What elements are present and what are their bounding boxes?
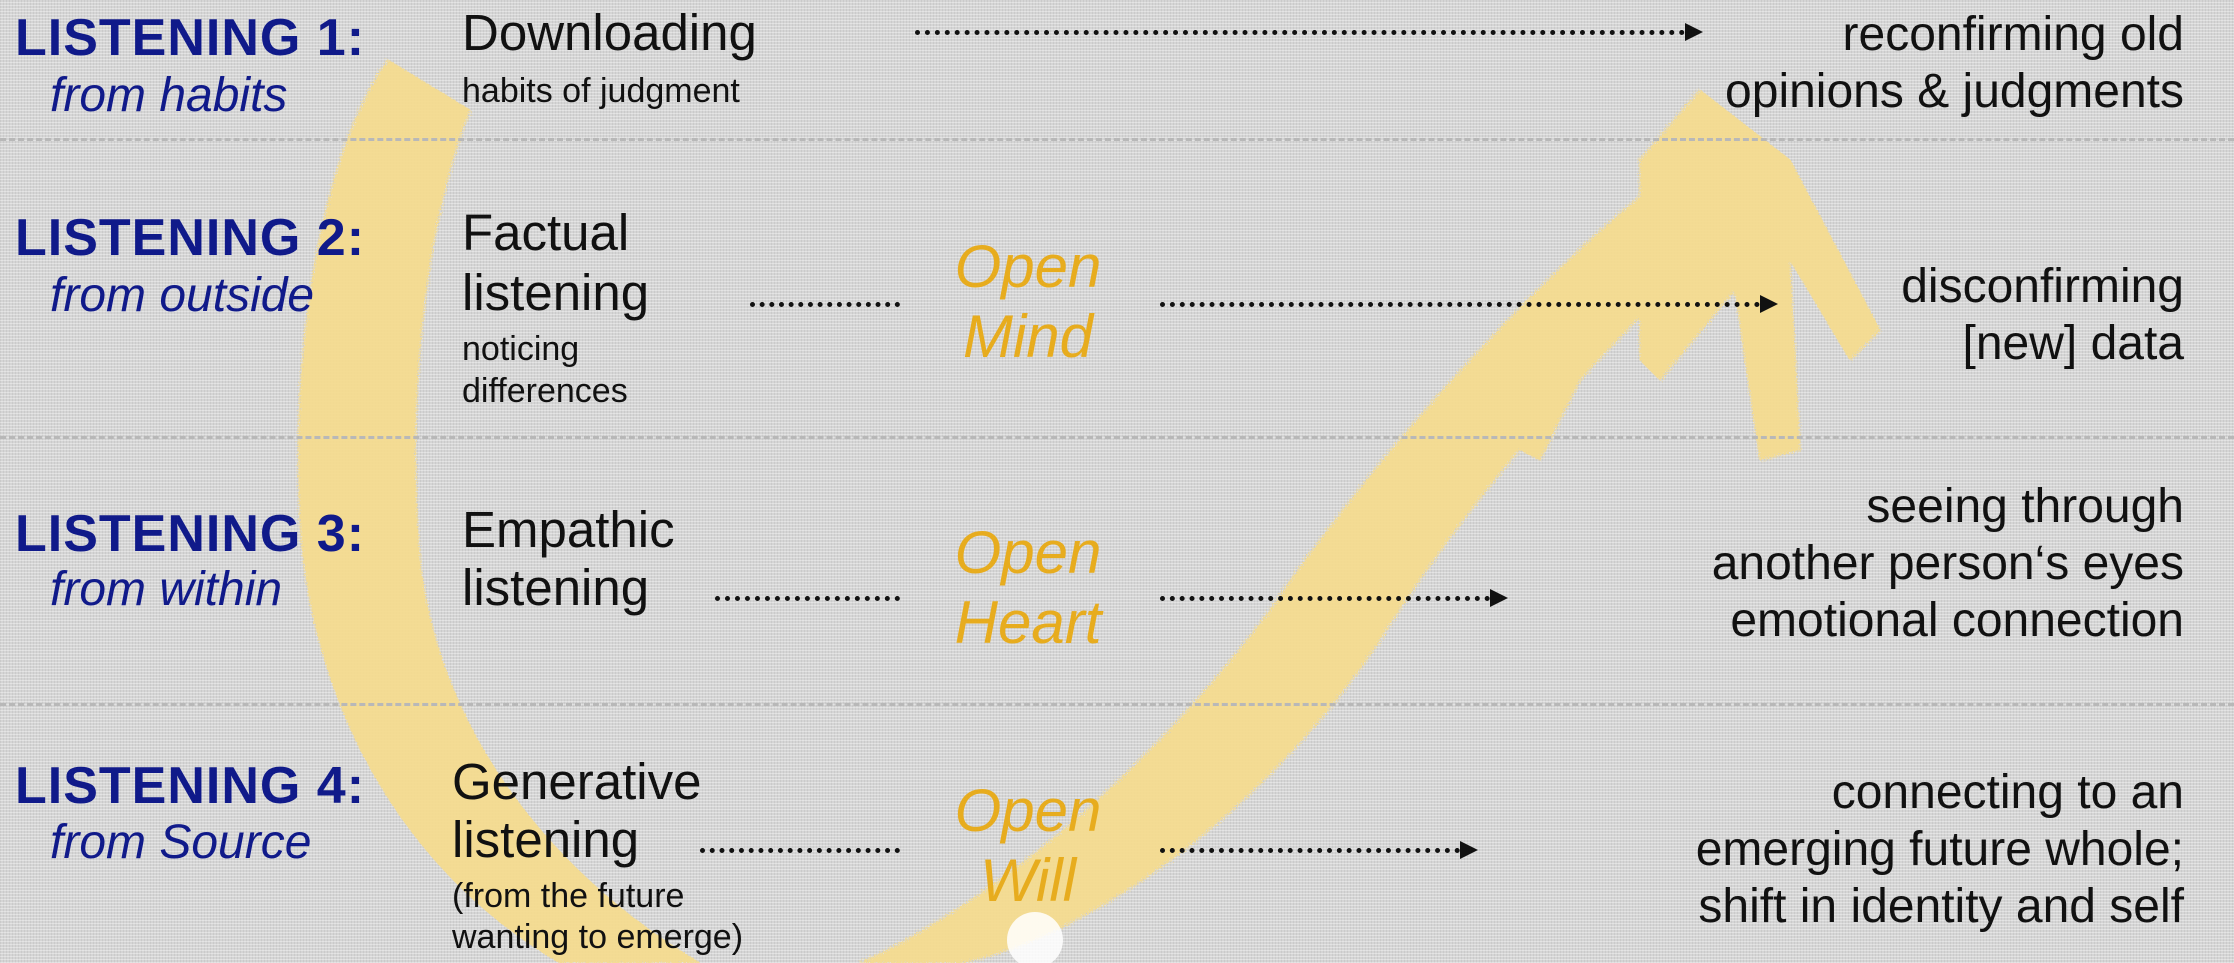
dotted-arrow — [1160, 295, 1778, 313]
open-mind-label: Open Mind — [908, 232, 1148, 372]
result-line: emerging future whole; — [1695, 823, 2184, 876]
level-label: LISTENING 4: — [15, 757, 366, 815]
arrow-head-icon — [1460, 841, 1478, 859]
mode-label-2: listening — [462, 559, 650, 616]
open-heart-label: Open Heart — [908, 518, 1148, 658]
dotted-line — [715, 596, 900, 601]
dotted-arrow — [1160, 589, 1508, 607]
open-word: Mind — [962, 303, 1094, 370]
result-text: connecting to an emerging future whole; … — [1696, 764, 2184, 935]
level-label: LISTENING 3: — [15, 505, 366, 563]
mode-label: Empathic — [462, 501, 675, 558]
level-label: LISTENING 1: — [15, 9, 366, 67]
mode-label: Factual — [462, 204, 630, 261]
row-divider — [0, 436, 2234, 439]
row-divider — [0, 703, 2234, 706]
open-word: Open — [954, 519, 1102, 586]
dotted-arrow — [1160, 841, 1478, 859]
mode-label: Generative — [452, 753, 702, 810]
result-line: disconfirming — [1901, 260, 2184, 313]
result-line: another person‘s eyes — [1711, 537, 2184, 590]
arrow-head-icon — [1760, 295, 1778, 313]
result-text: reconfirming old opinions & judgments — [1725, 6, 2184, 120]
arrow-head-icon — [1685, 23, 1703, 41]
mode-sublabel-2: wanting to emerge) — [452, 918, 744, 956]
result-line: shift in identity and self — [1698, 880, 2184, 933]
source-label: from habits — [50, 69, 288, 122]
open-word: Will — [979, 847, 1077, 914]
open-word: Heart — [954, 589, 1102, 656]
mode-sublabel: habits of judgment — [462, 72, 740, 110]
source-label: from Source — [50, 816, 312, 869]
mode-label: Downloading — [462, 4, 757, 61]
open-word: Open — [954, 777, 1102, 844]
result-line: [new] data — [1962, 317, 2184, 370]
highlight-spot — [1007, 912, 1063, 963]
mode-label-2: listening — [452, 811, 640, 868]
mode-sublabel-2: differences — [462, 372, 628, 410]
result-line: emotional connection — [1730, 594, 2184, 647]
result-line: opinions & judgments — [1725, 65, 2184, 118]
dotted-line — [750, 302, 900, 307]
open-word: Open — [954, 233, 1102, 300]
row-divider — [0, 138, 2234, 141]
arrow-head-icon — [1490, 589, 1508, 607]
mode-label-2: listening — [462, 264, 650, 321]
source-label: from outside — [50, 269, 315, 322]
open-will-label: Open Will — [908, 776, 1148, 916]
result-text: seeing through another person‘s eyes emo… — [1712, 478, 2184, 649]
dotted-line — [700, 848, 900, 853]
dotted-arrow — [915, 23, 1703, 41]
result-line: seeing through — [1866, 480, 2184, 533]
result-text: disconfirming [new] data — [1901, 258, 2184, 372]
level-label: LISTENING 2: — [15, 209, 366, 267]
result-line: reconfirming old — [1842, 8, 2184, 61]
result-line: connecting to an — [1831, 766, 2184, 819]
mode-sublabel: (from the future — [452, 877, 685, 915]
source-label: from within — [50, 563, 283, 616]
mode-sublabel: noticing — [462, 330, 580, 368]
